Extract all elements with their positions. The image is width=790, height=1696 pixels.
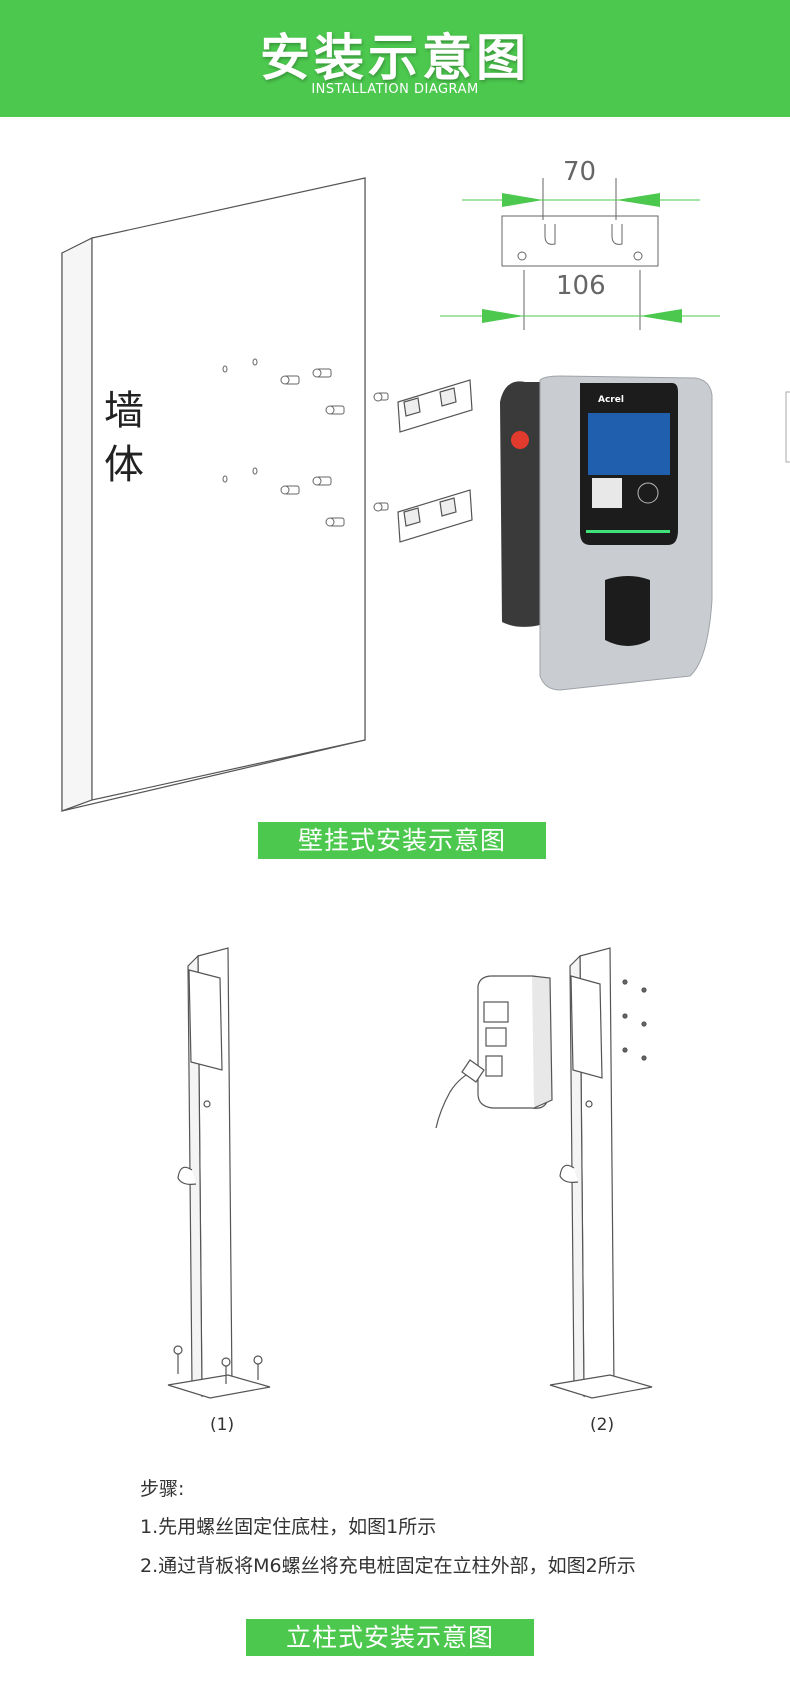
wall-illustration: [61, 177, 366, 812]
column-2: [549, 947, 653, 1399]
page-subtitle: INSTALLATION DIAGRAM: [311, 82, 479, 97]
mount-brackets: [397, 379, 473, 543]
dimension-106: 106: [556, 271, 606, 301]
figure-2-label: (2): [590, 1415, 615, 1435]
wall-label-char-1: 墙: [104, 388, 144, 434]
wall-mount-caption: 壁挂式安装示意图: [258, 822, 546, 859]
header-banner: 安装示意图 INSTALLATION DIAGRAM: [0, 0, 790, 117]
column-1: [167, 947, 271, 1399]
dimension-arrows: [482, 193, 682, 323]
step-2: 2.通过背板将M6螺丝将充电桩固定在立柱外部，如图2所示: [140, 1555, 636, 1577]
step-1: 1.先用螺丝固定住底柱，如图1所示: [140, 1516, 437, 1538]
page-title: 安装示意图: [260, 29, 530, 87]
wall-screws: [222, 358, 389, 527]
column-mount-caption: 立柱式安装示意图: [246, 1619, 534, 1656]
wall-mount-diagram: Acrel: [61, 177, 790, 812]
figure-1-label: (1): [210, 1415, 235, 1435]
cropped-object: [785, 391, 790, 463]
charger-brand: Acrel: [598, 395, 624, 405]
dimension-70: 70: [563, 157, 597, 187]
wall-label-char-2: 体: [104, 442, 144, 488]
wall-label: 墙 体: [104, 384, 144, 492]
steps-title: 步骤:: [140, 1478, 185, 1500]
column-charger-illustration: [435, 975, 553, 1129]
wall-charger-illustration: Acrel: [500, 375, 713, 691]
